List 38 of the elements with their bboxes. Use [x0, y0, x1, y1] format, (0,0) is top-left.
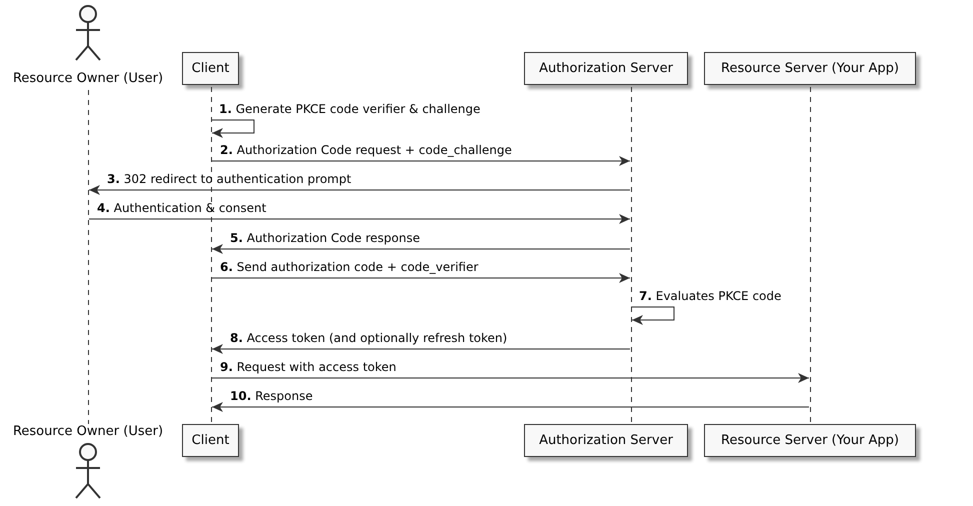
message-label: 7. Evaluates PKCE code	[639, 289, 782, 303]
participant-name: Resource Server (Your App)	[721, 433, 899, 448]
message-label: 2. Authorization Code request + code_challenge	[220, 143, 512, 157]
message-label: 9. Request with access token	[220, 360, 396, 374]
participant-box	[524, 52, 688, 85]
message-arrow	[88, 214, 630, 224]
message-label: 3. 302 redirect to authentication prompt	[107, 172, 352, 186]
message-arrow	[212, 273, 630, 283]
message-arrow	[212, 373, 810, 383]
actor-name: Resource Owner (User)	[12, 424, 164, 439]
message-label: 4. Authentication & consent	[97, 201, 266, 215]
message-label: 8. Access token (and optionally refresh token)	[230, 331, 508, 345]
message-arrow	[88, 185, 630, 195]
message-arrow	[212, 156, 630, 166]
self-message-arrow	[630, 306, 674, 325]
participant-box	[704, 424, 916, 457]
participant-box	[524, 424, 688, 457]
participant-box	[182, 52, 239, 85]
participant-name: Resource Server (Your App)	[721, 61, 899, 76]
actor-name: Resource Owner (User)	[12, 71, 164, 86]
message-label: 10. Response	[230, 389, 313, 403]
message-arrow	[212, 402, 810, 412]
participant-name: Authorization Server	[539, 433, 673, 448]
lifeline	[809, 87, 811, 424]
self-message-arrow	[210, 120, 254, 138]
lifeline	[210, 87, 212, 424]
message-label: 6. Send authorization code + code_verifier	[220, 260, 478, 274]
participant-box	[704, 52, 916, 85]
participant-name: Client	[192, 433, 230, 448]
lifeline	[630, 87, 632, 424]
participant-box	[182, 424, 239, 457]
message-arrow	[212, 244, 630, 254]
participant-name: Client	[192, 61, 230, 76]
message-arrow	[212, 344, 630, 354]
message-label: 5. Authorization Code response	[230, 231, 420, 245]
lifeline	[87, 90, 89, 424]
participant-name: Authorization Server	[539, 61, 673, 76]
message-label: 1. Generate PKCE code verifier & challenge	[219, 102, 480, 116]
